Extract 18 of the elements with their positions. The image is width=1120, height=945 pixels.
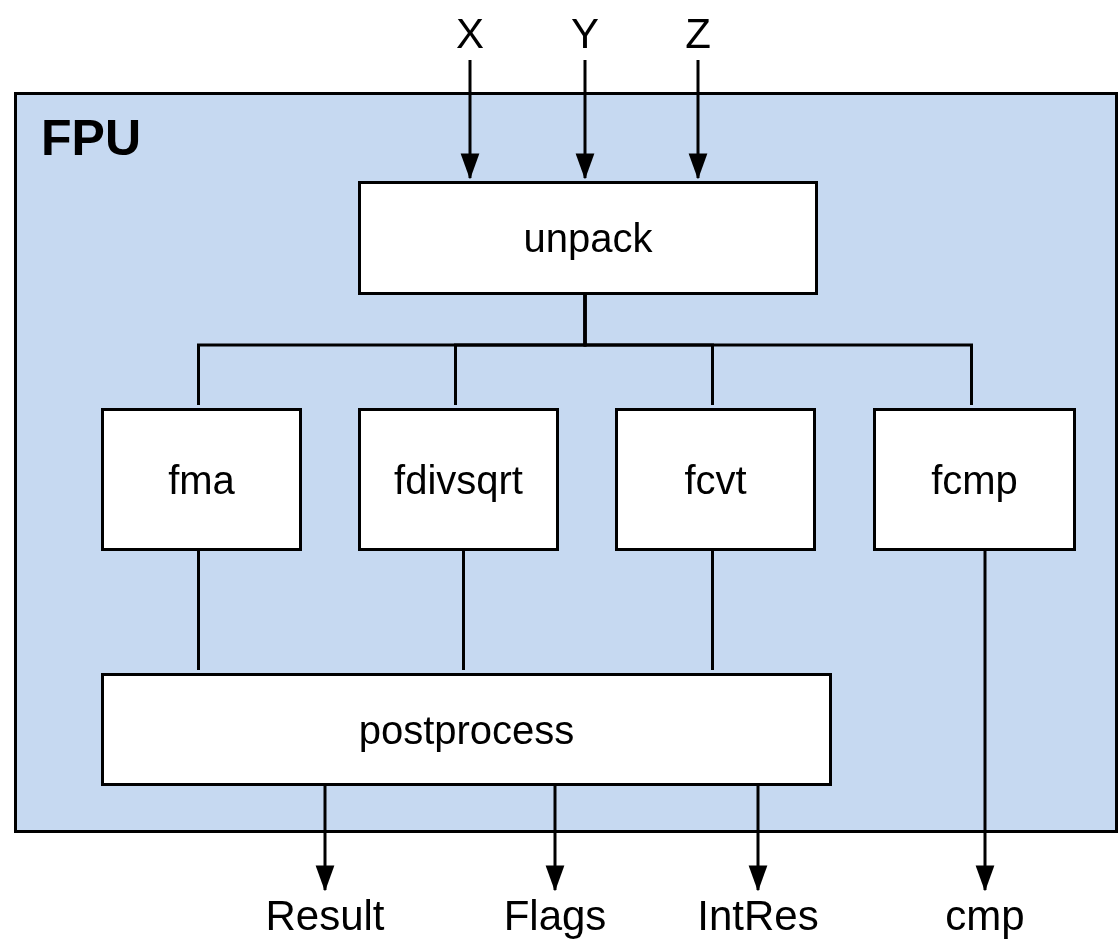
arrow [460, 60, 480, 180]
arrow [575, 60, 595, 180]
block-box: fma [101, 408, 302, 551]
signal-label: Result [240, 890, 410, 942]
block-box: fcvt [615, 408, 816, 551]
block-box: fdivsqrt [358, 408, 559, 551]
arrow [688, 60, 708, 180]
block-box: fcmp [873, 408, 1076, 551]
signal-label: X [430, 8, 510, 60]
signal-label: Y [545, 8, 625, 60]
signal-label: Flags [470, 890, 640, 942]
module-title: FPU [41, 113, 141, 163]
signal-label: Z [658, 8, 738, 60]
signal-label: cmp [905, 890, 1065, 942]
block-box: postprocess [101, 673, 832, 786]
signal-label: IntRes [673, 890, 843, 942]
module-container [14, 92, 1118, 833]
block-box: unpack [358, 181, 818, 295]
